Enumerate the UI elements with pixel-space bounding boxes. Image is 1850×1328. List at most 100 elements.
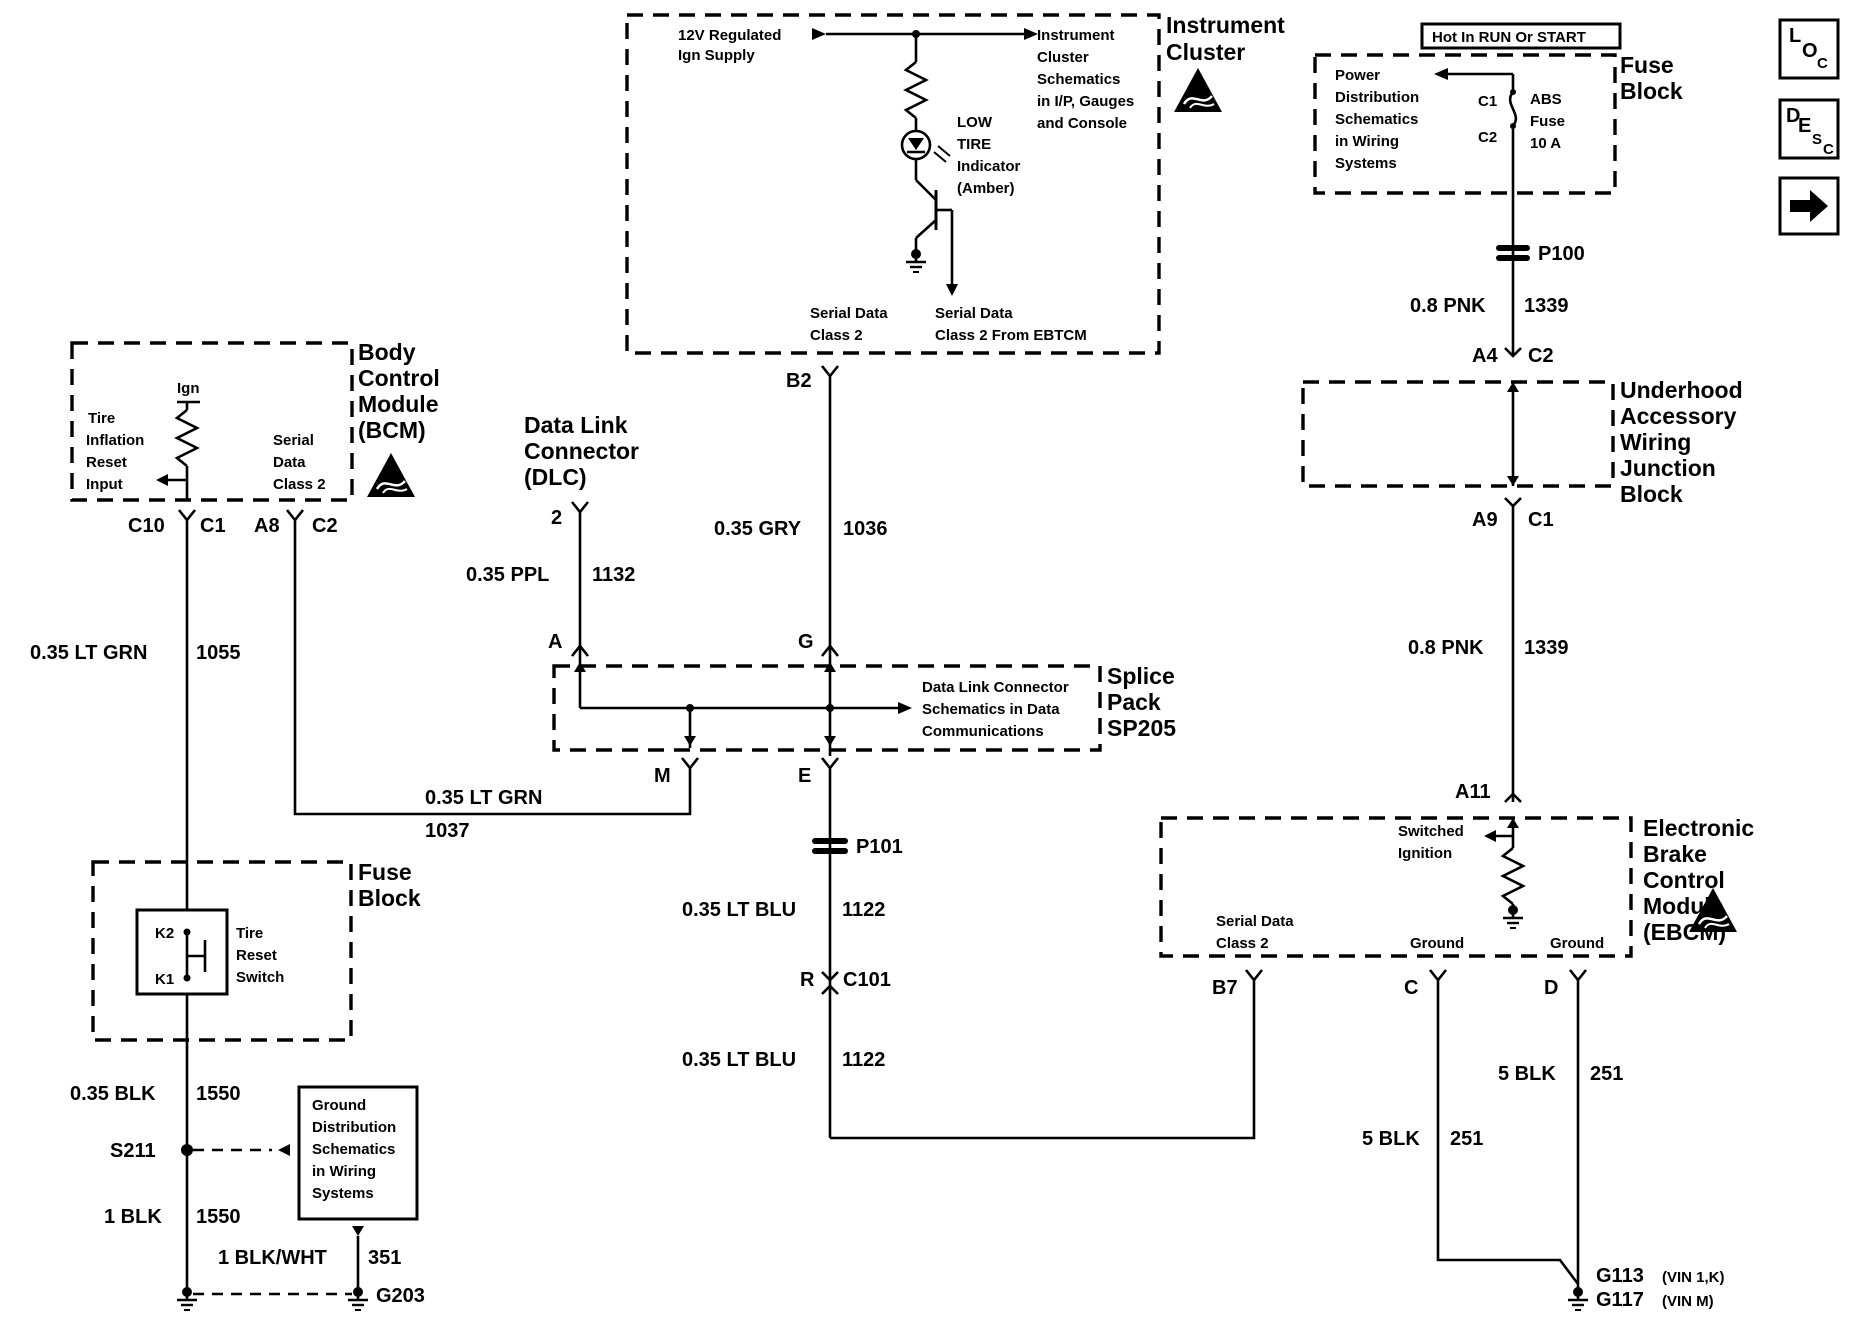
ebcm-serial-label: Serial Data (1216, 913, 1294, 930)
bcm-pin-a8: A8 (254, 515, 280, 537)
fuse-block-title: Fuse (1620, 52, 1674, 78)
svg-text:SP205: SP205 (1107, 715, 1176, 741)
bcm-pin-c10: C10 (128, 515, 165, 537)
wire-ltgrn-1037 (293, 520, 692, 816)
power-dist-ref: Power (1335, 67, 1380, 84)
svg-text:Class 2: Class 2 (1216, 935, 1269, 952)
bcm-serial-label: Serial (273, 432, 314, 449)
ref-arrow-icon (898, 702, 912, 714)
location-button[interactable]: L O C (1778, 18, 1840, 80)
bcm-pin-c1: C1 (200, 515, 226, 537)
svg-text:10 A: 10 A (1530, 135, 1561, 152)
c101-label: C101 (843, 969, 891, 991)
svg-text:1122: 1122 (842, 899, 885, 921)
svg-text:D: D (1786, 105, 1800, 127)
ground-label: Ground (1410, 935, 1464, 952)
svg-text:0.8 PNK: 0.8 PNK (1408, 637, 1484, 659)
ground-g203-label: G203 (376, 1285, 425, 1307)
underhood-pin-c1: C1 (1528, 509, 1554, 531)
svg-text:(VIN M): (VIN M) (1662, 1293, 1714, 1310)
svg-text:Distribution: Distribution (1335, 89, 1419, 106)
svg-text:1037: 1037 (425, 820, 470, 842)
svg-text:0.35 LT GRN: 0.35 LT GRN (425, 787, 542, 809)
tire-reset-switch-label: Tire (236, 925, 263, 942)
svg-text:251: 251 (1590, 1063, 1623, 1085)
svg-text:1 BLK/WHT: 1 BLK/WHT (218, 1247, 327, 1269)
svg-text:Class 2: Class 2 (273, 476, 326, 493)
ebcm-pin-a11: A11 (1455, 781, 1491, 803)
data-link-connector: Data Link Connector (DLC) 2 0.35 PPL 113… (466, 412, 639, 656)
ground-icon (1501, 903, 1525, 930)
hot-in-run-label (1420, 22, 1622, 50)
svg-text:Cluster: Cluster (1037, 49, 1089, 66)
svg-text:1550: 1550 (196, 1206, 241, 1228)
ebcm-title: Electronic (1643, 815, 1754, 841)
p101-connector: P101 (812, 836, 903, 858)
svg-text:in Wiring: in Wiring (312, 1163, 376, 1180)
switched-ignition-label: Switched (1398, 823, 1464, 840)
fuse-block-bottom-title: Fuse (358, 859, 412, 885)
svg-text:1339: 1339 (1524, 637, 1569, 659)
svg-text:Wiring: Wiring (1620, 429, 1691, 455)
splice-ref: Data Link Connector (922, 679, 1069, 696)
ign-supply-label: 12V Regulated (678, 27, 781, 44)
svg-text:Pack: Pack (1107, 689, 1161, 715)
svg-text:0.35 LT BLU: 0.35 LT BLU (682, 1049, 796, 1071)
svg-text:Fuse: Fuse (1530, 113, 1565, 130)
ground-icon (1566, 1285, 1590, 1312)
connector-icon (1496, 245, 1530, 251)
underhood-pin-c2: C2 (1528, 345, 1554, 367)
ebcm-pin-b7: B7 (1212, 977, 1238, 999)
splice-pin-e: E (798, 765, 811, 787)
svg-text:in Wiring: in Wiring (1335, 133, 1399, 150)
svg-text:Schematics: Schematics (312, 1141, 395, 1158)
svg-text:Block: Block (358, 885, 421, 911)
ground-label: Ground (1550, 935, 1604, 952)
svg-text:(Amber): (Amber) (957, 180, 1015, 197)
svg-text:Inflation: Inflation (86, 432, 144, 449)
svg-text:Junction: Junction (1620, 455, 1716, 481)
resistor-icon (903, 60, 929, 120)
underhood-junction-block: Underhood Accessory Wiring Junction Bloc… (1301, 377, 1743, 507)
esd-sensitive-icon (1172, 66, 1224, 114)
ref-arrow-icon (1434, 68, 1448, 80)
svg-text:1339: 1339 (1524, 295, 1569, 317)
svg-text:1036: 1036 (843, 518, 888, 540)
svg-text:0.35 LT GRN: 0.35 LT GRN (30, 642, 147, 664)
splice-s211 (181, 1144, 193, 1156)
svg-text:P100: P100 (1538, 243, 1585, 265)
svg-text:Switch: Switch (236, 969, 284, 986)
svg-text:and Console: and Console (1037, 115, 1127, 132)
svg-text:P101: P101 (856, 836, 903, 858)
svg-text:Class 2 From EBTCM: Class 2 From EBTCM (935, 327, 1087, 344)
svg-text:Ground: Ground (312, 1097, 366, 1114)
splice-pin-a: A (548, 631, 562, 653)
svg-text:1122: 1122 (842, 1049, 885, 1071)
ref-arrow-icon (1024, 28, 1038, 40)
dlc-title: Data Link (524, 412, 628, 438)
tire-reset-switch (135, 908, 229, 996)
svg-text:C2: C2 (1478, 129, 1497, 146)
svg-text:C: C (1817, 55, 1828, 72)
svg-text:Block: Block (1620, 481, 1683, 507)
fuse-icon (1508, 91, 1518, 127)
svg-text:Systems: Systems (1335, 155, 1397, 172)
svg-text:351: 351 (368, 1247, 401, 1269)
splice-pin-m: M (654, 765, 671, 787)
underhood-pin-a9: A9 (1472, 509, 1498, 531)
svg-text:E: E (1798, 115, 1811, 137)
next-page-button[interactable] (1778, 176, 1840, 236)
svg-text:L: L (1789, 25, 1801, 47)
ref-arrow-icon (278, 1144, 290, 1156)
svg-text:Block: Block (1620, 78, 1683, 104)
esd-sensitive-icon (365, 451, 417, 499)
svg-text:Control: Control (358, 365, 440, 391)
c101-pin: R (800, 969, 815, 991)
svg-text:0.35 LT BLU: 0.35 LT BLU (682, 899, 796, 921)
description-button[interactable]: D E S C (1778, 98, 1840, 160)
svg-text:K2: K2 (155, 925, 174, 942)
svg-text:Cluster: Cluster (1166, 39, 1245, 65)
svg-text:Ign Supply: Ign Supply (678, 47, 755, 64)
svg-text:1055: 1055 (196, 642, 241, 664)
